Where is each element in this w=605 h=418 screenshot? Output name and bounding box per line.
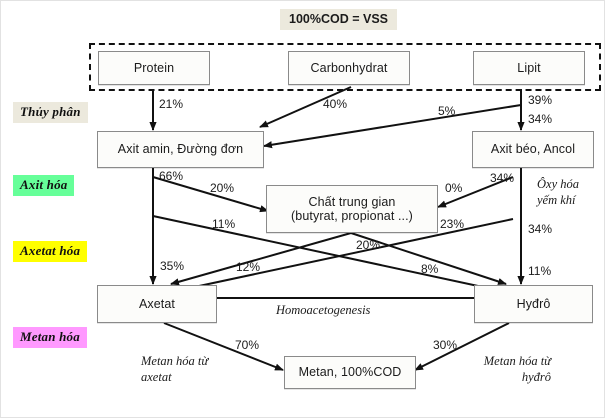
node-axit-beo-ancol[interactable]: Axit béo, Ancol <box>472 131 594 168</box>
pct-lipit-total: 39% <box>528 93 553 107</box>
pct-intermediate-total: 20% <box>356 238 381 252</box>
arrow-fattyacid-to-intermediate <box>437 176 514 208</box>
pct-hydro-to-metan: 30% <box>433 338 458 352</box>
node-protein-label: Protein <box>133 60 175 75</box>
note-metan-hoa-tu-axetat: Metan hóa từ axetat <box>141 354 209 384</box>
stage-label-hydrolysis: Thủy phân <box>13 102 88 123</box>
arrow-carbonhydrat-to-aminoacid <box>259 86 352 128</box>
stage-label-methanogenesis: Metan hóa <box>13 327 87 348</box>
pct-fattyacid-branch: 34% <box>528 222 553 236</box>
node-lipit[interactable]: Lipit <box>473 51 585 85</box>
node-protein[interactable]: Protein <box>98 51 210 85</box>
note-homoacetogenesis: Homoacetogenesis <box>276 303 371 317</box>
node-axetat-label: Axetat <box>138 296 176 311</box>
pct-intermediate-to-hydro: 8% <box>421 262 439 276</box>
arrow-intermediate-to-hydro <box>350 232 507 285</box>
pct-fattyacid-to-hydro: 11% <box>528 264 552 278</box>
node-hydro-label: Hyđrô <box>516 296 551 311</box>
pct-lipit-to-aminoacid: 5% <box>438 104 456 118</box>
arrow-aminoacid-to-intermediate <box>152 176 269 213</box>
node-chat-trung-gian-line1: Chất trung gian <box>308 194 396 209</box>
pct-aminoacid-to-hydro: 11% <box>212 217 236 231</box>
pct-aminoacid-to-intermediate: 20% <box>210 181 235 195</box>
node-carbonhydrat-label: Carbonhydrat <box>310 60 388 75</box>
node-metan[interactable]: Metan, 100%COD <box>284 356 416 389</box>
note-oxy-hoa-yem-khi: Ôxy hóa yếm khí <box>537 177 579 207</box>
node-axit-amin-duong-don[interactable]: Axit amin, Đường đơn <box>97 131 264 168</box>
pct-intermediate-to-axetat: 12% <box>236 260 261 274</box>
pct-aminoacid-to-axetat: 35% <box>160 259 185 273</box>
arrow-lipit-to-aminoacid <box>263 104 522 149</box>
pct-axetat-to-metan: 70% <box>235 338 260 352</box>
node-axetat[interactable]: Axetat <box>97 285 217 323</box>
node-lipit-label: Lipit <box>517 60 541 75</box>
pct-fattyacid-to-intermediate: 0% <box>445 181 463 195</box>
node-chat-trung-gian[interactable]: Chất trung gian (butyrat, propionat ...) <box>266 185 438 233</box>
node-axit-amin-label: Axit amin, Đường đơn <box>117 142 244 157</box>
pct-protein-to-aminoacid: 21% <box>159 97 184 111</box>
node-metan-label: Metan, 100%COD <box>298 365 402 380</box>
arrow-intermediate-to-axetat <box>170 232 352 286</box>
pct-lipit-to-fattyacid: 34% <box>528 112 553 126</box>
substrate-group-dashed-border <box>89 43 601 91</box>
arrow-fattyacid-to-axetat <box>170 218 514 294</box>
arrow-axetat-to-metan <box>163 322 284 371</box>
node-carbonhydrat[interactable]: Carbonhydrat <box>288 51 410 85</box>
note-metan-hoa-tu-hydro: Metan hóa từ hyđrô <box>483 354 551 384</box>
page-title: 100%COD = VSS <box>280 9 398 30</box>
arrow-hydro-to-metan <box>414 322 510 371</box>
pct-aminoacid-total: 66% <box>159 169 184 183</box>
pct-fattyacid-total: 34% <box>490 171 515 185</box>
stage-label-acetogenesis: Axetat hóa <box>13 241 88 262</box>
node-chat-trung-gian-line2: (butyrat, propionat ...) <box>291 209 413 223</box>
pct-fattyacid-to-axetat: 23% <box>440 217 465 231</box>
pct-carbonhydrat-to-sugar: 40% <box>323 97 348 111</box>
node-axit-beo-label: Axit béo, Ancol <box>490 142 576 157</box>
arrow-aminoacid-to-hydro <box>152 215 507 294</box>
stage-label-acidogenesis: Axit hóa <box>13 175 75 196</box>
node-hydro[interactable]: Hyđrô <box>474 285 593 323</box>
